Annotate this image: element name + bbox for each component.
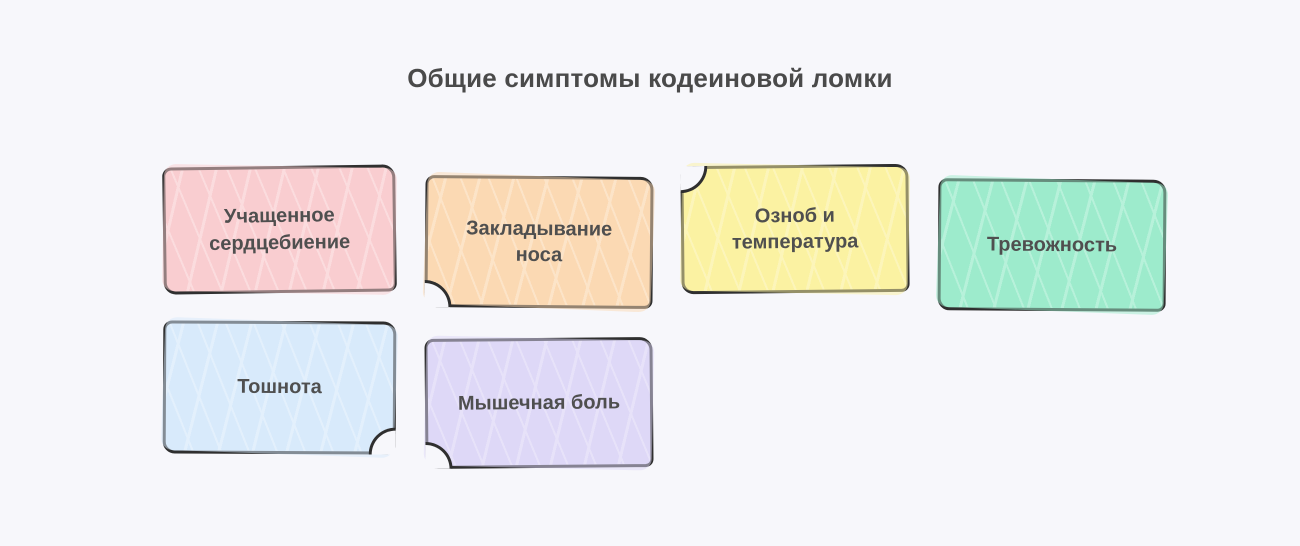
diagram-title: Общие симптомы кодеиновой ломки xyxy=(407,63,893,93)
symptom-card-rapid-heartbeat: Учащенное сердцебиение xyxy=(162,164,397,295)
symptom-card-label: Мышечная боль xyxy=(457,391,621,415)
symptom-card-muscle-pain: Мышечная боль xyxy=(424,337,654,469)
symptom-card-nasal-congestion: Закладывание носа xyxy=(424,175,654,309)
symptom-card-label: Тошнота xyxy=(237,376,322,399)
symptom-card-label: Учащенное сердцебиение xyxy=(208,204,351,255)
symptom-card-nausea: Тошнота xyxy=(162,320,397,455)
symptom-card-chills-fever: Озноб и температура xyxy=(680,163,910,295)
folded-corner-icon xyxy=(680,165,708,194)
symptom-card-label: Тревожность xyxy=(986,233,1118,257)
symptom-card-label: Озноб и температура xyxy=(731,204,859,254)
symptom-card-anxiety: Тревожность xyxy=(937,178,1167,312)
folded-corner-icon xyxy=(424,280,452,308)
folded-corner-icon xyxy=(368,427,396,455)
folded-corner-icon xyxy=(425,441,453,469)
symptom-card-label: Закладывание носа xyxy=(465,216,613,267)
